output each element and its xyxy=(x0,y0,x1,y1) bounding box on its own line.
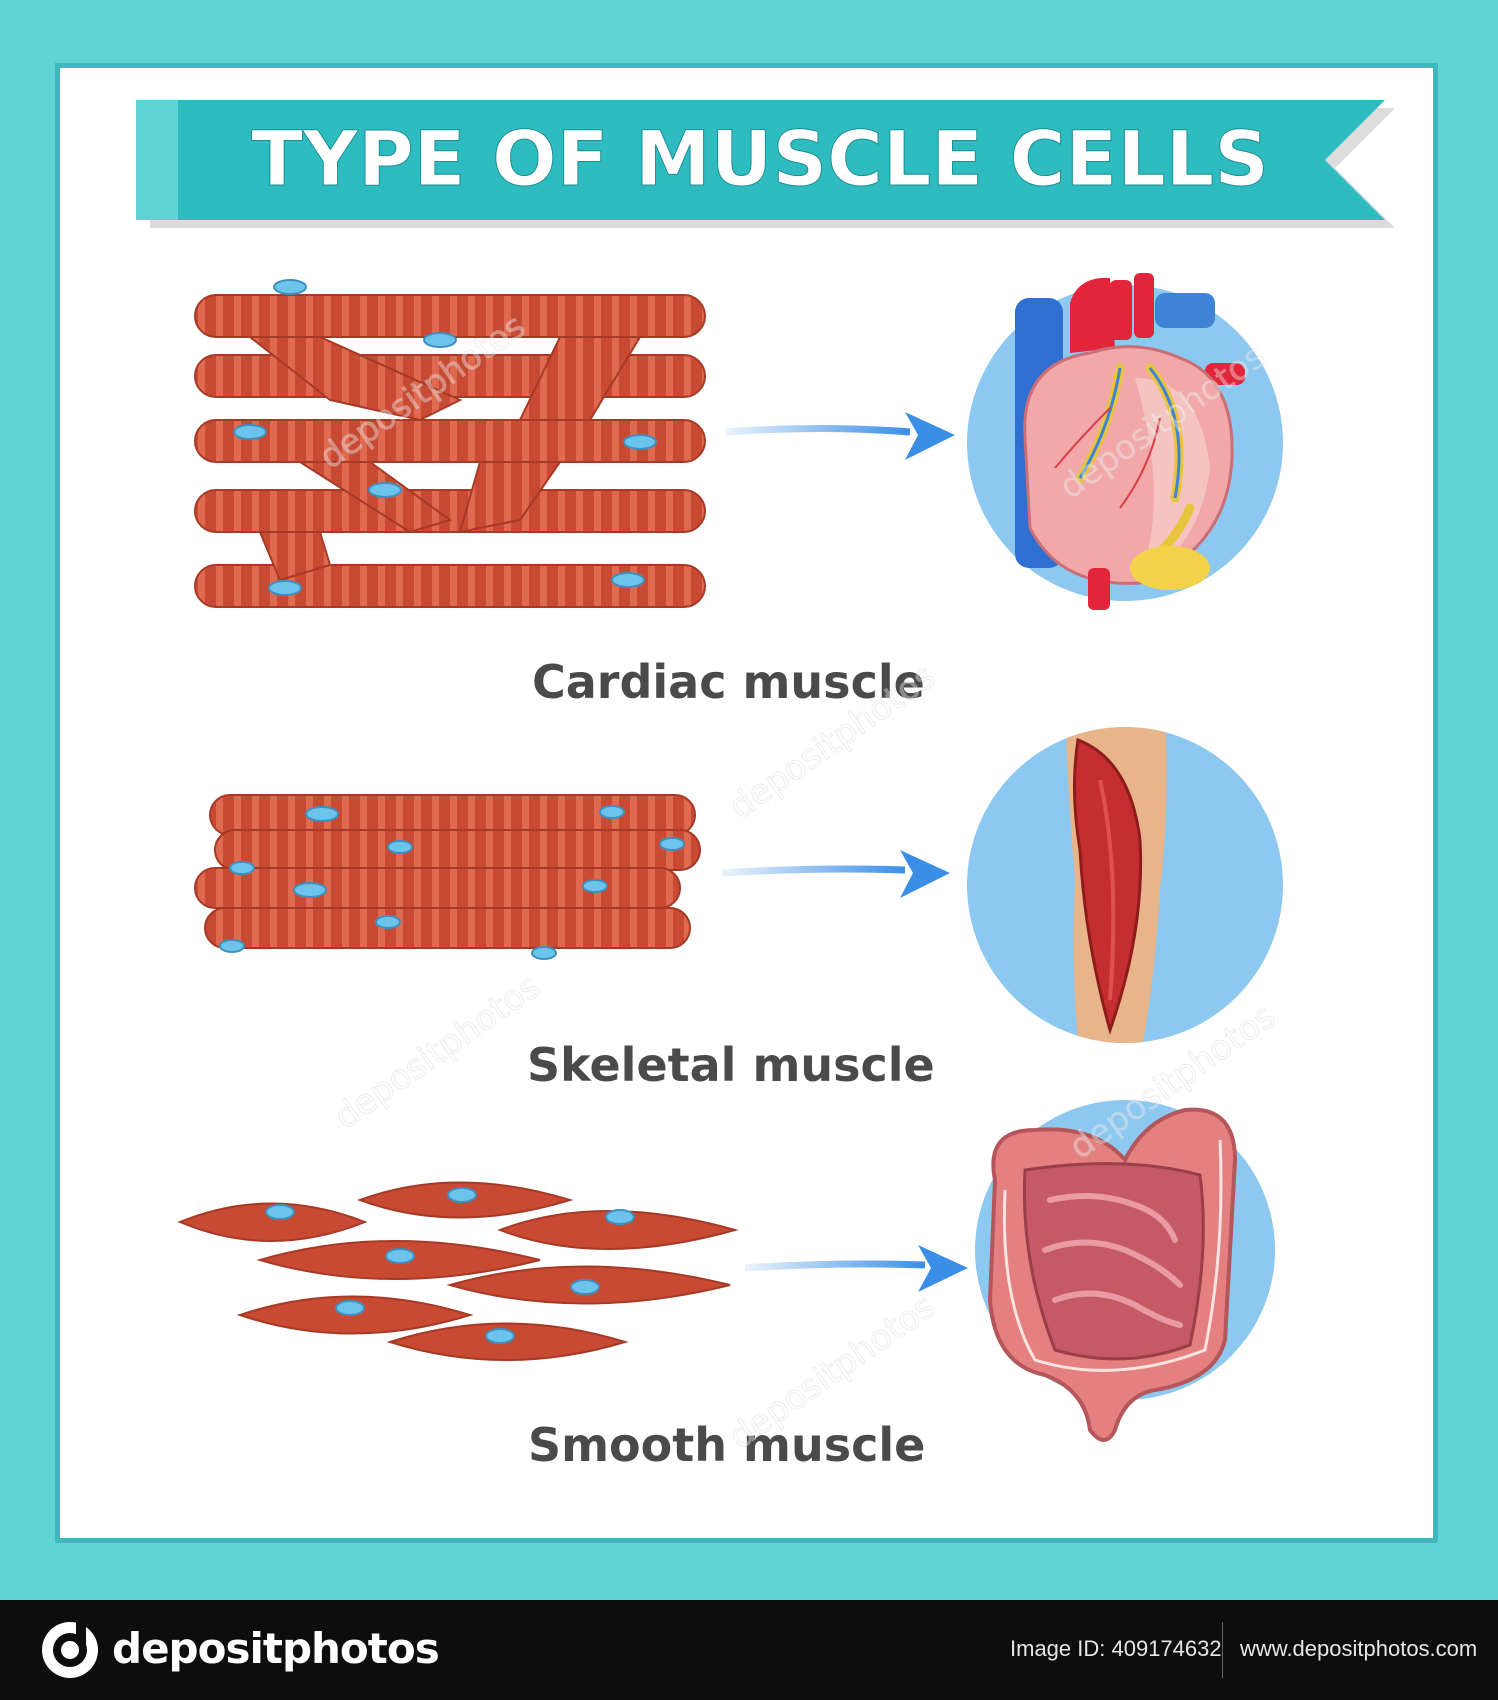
skeletal-muscle-label: Skeletal muscle xyxy=(527,1038,935,1092)
leg-muscle-icon xyxy=(967,727,1283,1043)
heart-icon xyxy=(967,273,1283,610)
arrow-cardiac xyxy=(724,412,955,460)
brand-name: depositphotos xyxy=(112,1624,440,1673)
skeletal-muscle-fibers xyxy=(194,794,701,960)
smooth-muscle-cells xyxy=(177,1181,739,1361)
footer-divider xyxy=(1222,1622,1223,1678)
smooth-muscle-label: Smooth muscle xyxy=(528,1418,926,1472)
image-id: Image ID: 409174632 xyxy=(1010,1636,1222,1661)
page-title: TYPE OF MUSCLE CELLS xyxy=(251,114,1269,203)
cardiac-muscle-label: Cardiac muscle xyxy=(532,655,925,709)
intestine-icon xyxy=(975,1100,1275,1442)
site-url[interactable]: www.depositphotos.com xyxy=(1240,1636,1478,1661)
arrows-layer xyxy=(721,412,968,1292)
depositphotos-logo-icon xyxy=(42,1622,98,1678)
arrow-skeletal xyxy=(721,850,950,898)
arrow-smooth xyxy=(744,1245,968,1292)
cardiac-muscle-cells xyxy=(194,279,706,608)
title-banner: TYPE OF MUSCLE CELLS xyxy=(136,100,1395,228)
footer-bar: depositphotos Image ID: 409174632 www.de… xyxy=(0,1600,1498,1700)
